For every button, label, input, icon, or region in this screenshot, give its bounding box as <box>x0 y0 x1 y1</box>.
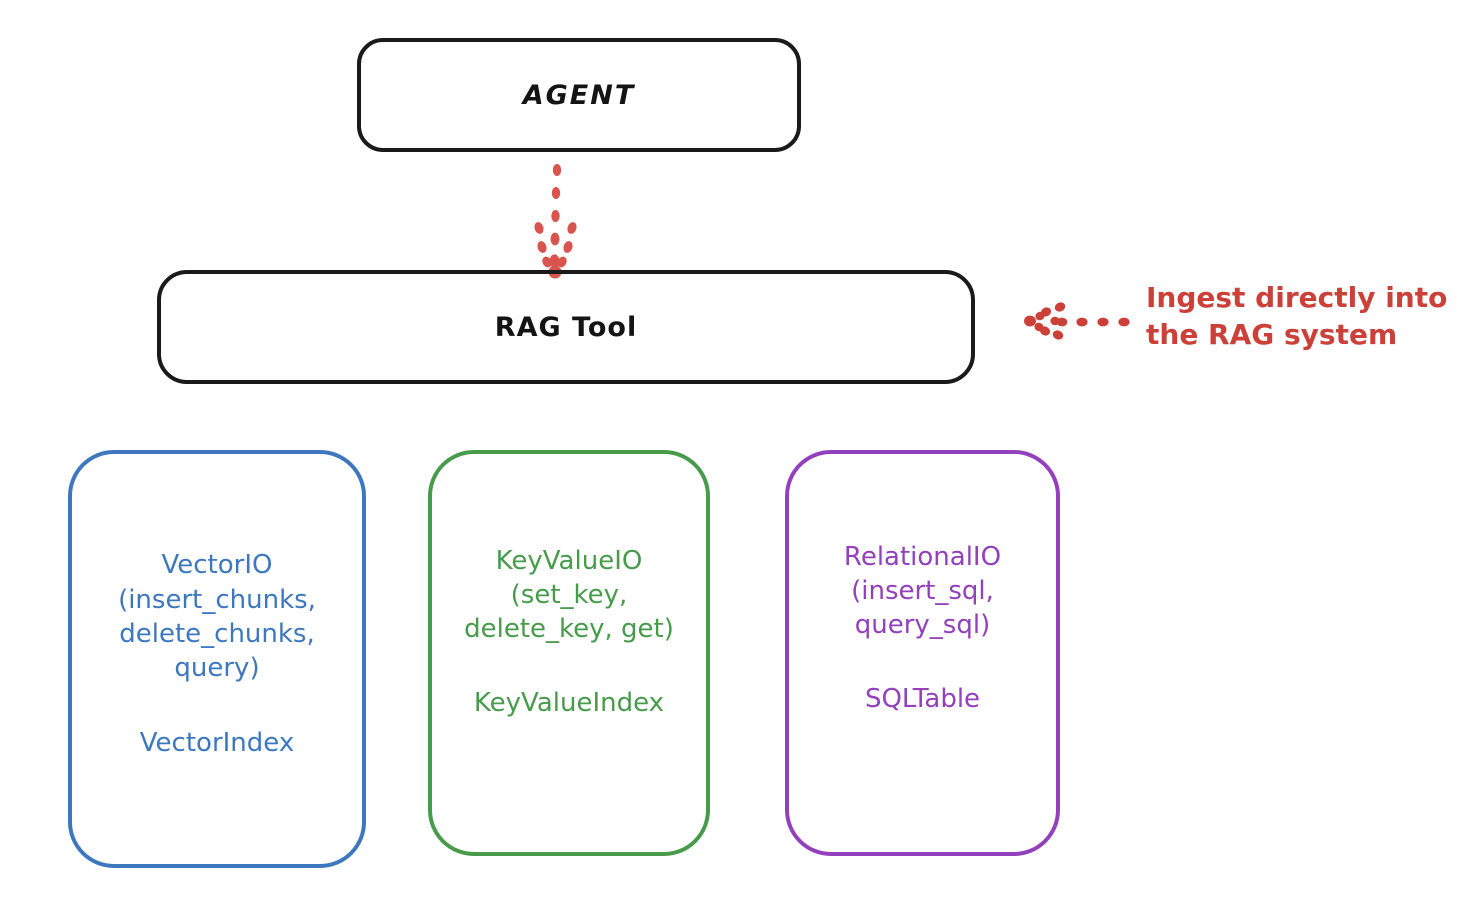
rag-tool-node-label: RAG Tool <box>494 311 638 343</box>
relational-io-content: RelationalIO (insert_sql, query_sql) SQL… <box>844 540 1001 715</box>
vector-io-api-label: VectorIO (insert_chunks, delete_chunks, … <box>118 550 316 684</box>
agent-node[interactable]: AGENT <box>357 38 801 152</box>
key-value-io-api-label: KeyValueIO (set_key, delete_key, get) <box>464 545 674 645</box>
vector-io-node[interactable]: VectorIO (insert_chunks, delete_chunks, … <box>68 450 366 868</box>
ingest-annotation-arrow <box>1024 302 1130 340</box>
key-value-io-index-label: KeyValueIndex <box>473 688 665 719</box>
rag-tool-node[interactable]: RAG Tool <box>157 270 975 384</box>
relational-io-api-label: RelationalIO (insert_sql, query_sql) <box>843 541 1002 641</box>
vector-io-index-label: VectorIndex <box>139 727 295 758</box>
ingest-annotation-label: Ingest directly into the RAG system <box>1146 281 1448 351</box>
key-value-io-content: KeyValueIO (set_key, delete_key, get) Ke… <box>464 544 674 719</box>
vector-io-content: VectorIO (insert_chunks, delete_chunks, … <box>118 548 316 757</box>
relational-io-node[interactable]: RelationalIO (insert_sql, query_sql) SQL… <box>785 450 1060 856</box>
key-value-io-node[interactable]: KeyValueIO (set_key, delete_key, get) Ke… <box>428 450 710 856</box>
agent-node-label: AGENT <box>522 79 636 111</box>
agent-to-rag-tool-arrow <box>534 164 577 279</box>
relational-io-index-label: SQLTable <box>864 684 981 715</box>
